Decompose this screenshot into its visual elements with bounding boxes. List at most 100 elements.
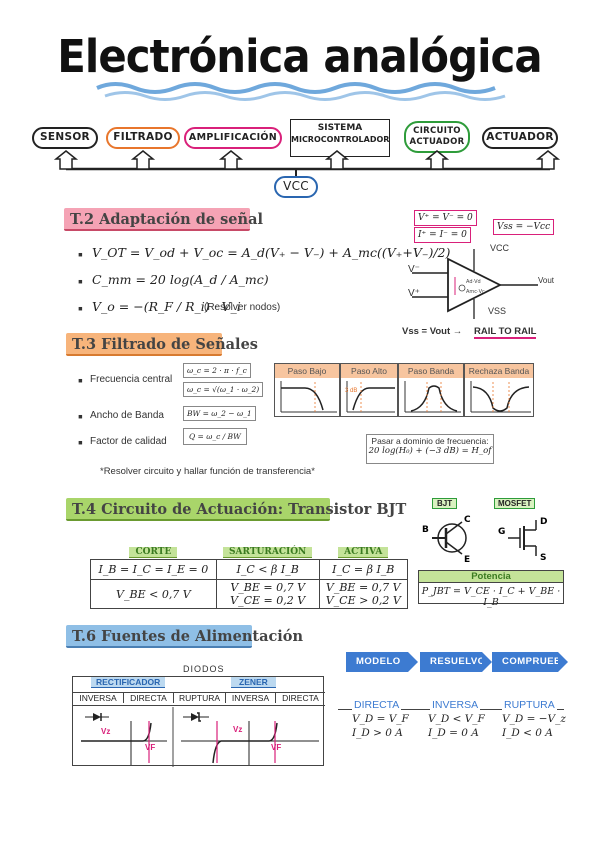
formula-vo: V_o = −(R_F / R_i) · V_i [92, 299, 241, 314]
title-underline-wave [96, 82, 506, 101]
transistor-symbols: B C E G D S [422, 515, 547, 565]
col-header-saturacion: SARTURACIÓN [216, 543, 319, 560]
diode-table: RECTIFICADOR ZENER INVERSA DIRECTA RUPTU… [72, 676, 325, 767]
mosfet-label: MOSFET [494, 498, 536, 509]
diode-iv-curves [81, 707, 319, 767]
cell-activa-2-line1: V_BE = 0,7 V [325, 581, 401, 594]
power-title: Potencia [419, 571, 563, 583]
box-virtual-short-v: V⁺ = V⁻ = 0 [414, 210, 477, 226]
freq-domain-title: Pasar a dominio de frecuencia: [371, 436, 489, 446]
filter-3db-label: 3 dB [345, 388, 358, 394]
section-header-t2: T.2 Adaptación de señal [64, 208, 263, 231]
col-inversa-1: INVERSA [79, 693, 117, 703]
svg-text:E: E [464, 555, 470, 565]
filter-panel-paso-alto: Paso Alto 3 dB [340, 363, 398, 417]
rail-to-rail-text: RAIL TO RAIL [474, 326, 537, 339]
power-box: Potencia P_JBT = V_CE · I_C + V_BE · I_B [418, 570, 564, 608]
cond-directa-v: V_D = V_F [352, 713, 409, 725]
flow-block-circuito-line2: ACTUADOR [409, 137, 465, 147]
col-header-corte: CORTE [91, 543, 217, 560]
svg-text:G: G [498, 527, 505, 537]
cond-ruptura-label: RUPTURA [502, 699, 557, 711]
bjt-label: BJT [432, 498, 458, 509]
filter-curve-paso-banda [404, 381, 461, 413]
filter-item-bw: Ancho de Banda [90, 410, 164, 421]
flow-block-sensor: SENSOR [32, 127, 98, 149]
flow-block-filtrado: FILTRADO [106, 127, 180, 149]
opamp-vminus-label: V⁻ [408, 264, 420, 275]
bullet-marker: ▪ [78, 372, 83, 388]
filter-panel-rechaza-banda-label: Rechaza Banda [465, 364, 533, 378]
flow-bus-diagram [53, 150, 561, 176]
cond-ruptura-i: I_D < 0 A [502, 727, 553, 739]
cond-ruptura-v: V_D = −V_z [502, 713, 566, 725]
box-fc-2: ω_c = √(ω_1 · ω_2) [183, 382, 264, 397]
svg-text:D: D [540, 517, 547, 527]
opamp-vss-label: VSS [488, 306, 507, 316]
cond-directa-label: DIRECTA [352, 699, 402, 711]
formula-cmm: C_mm = 20 log(A_d / A_mc) [92, 272, 269, 287]
bullet-marker: ▪ [78, 300, 83, 316]
vcc-label: VCC [274, 176, 318, 198]
page-title: Electrónica analógica [57, 30, 542, 83]
filter-item-fc: Frecuencia central [90, 374, 173, 385]
vz-label-2: Vz [233, 725, 243, 734]
flow-block-sistema-line1: SISTEMA [317, 123, 363, 133]
col-header-activa: ACTIVA [319, 543, 407, 560]
step-resuelvo: RESUELVO [420, 652, 492, 672]
bjt-region-table: CORTE SARTURACIÓN ACTIVA I_B = I_C = I_E… [90, 543, 409, 609]
svg-text:C: C [464, 515, 471, 525]
opamp-vplus-label: V⁺ [408, 288, 420, 299]
box-q: Q = ω_c / BW [183, 428, 247, 445]
box-virtual-short-i: I⁺ = I⁻ = 0 [414, 227, 471, 243]
vz-label-1: Vz [101, 727, 111, 736]
vf-label-2: VF [271, 743, 282, 752]
svg-text:B: B [422, 525, 429, 535]
svg-text:S: S [540, 553, 546, 563]
rail-left-text: Vss = Vout → [402, 326, 463, 337]
flow-block-sistema-line2: MICROCONTROLADOR [291, 135, 390, 144]
opamp-vcc-label: VCC [490, 243, 510, 253]
opamp-schematic: Ad·Vd Amc·Vc [412, 249, 538, 319]
col-inversa-2: INVERSA [225, 693, 275, 703]
diode-table-top: RECTIFICADOR ZENER [73, 677, 325, 691]
filter-panel-paso-bajo-label: Paso Bajo [275, 364, 339, 378]
filter-curve-rechaza-banda [470, 381, 531, 413]
cond-inversa-label: INVERSA [430, 699, 481, 711]
step-modelo: MODELO [346, 652, 418, 672]
rectificador-label: RECTIFICADOR [91, 677, 166, 688]
box-bw: BW = ω_2 − ω_1 [183, 406, 256, 421]
filter-panel-paso-alto-label: Paso Alto [341, 364, 397, 378]
step-compruebo: COMPRUEBO [492, 652, 569, 672]
cell-activa-1: I_C = β I_B [318, 559, 409, 580]
vf-label-1: VF [145, 743, 156, 752]
section-header-t4: T.4 Circuito de Actuación: Transistor BJ… [66, 498, 406, 521]
col-directa-2: DIRECTA [275, 693, 325, 703]
col-directa-1: DIRECTA [123, 693, 173, 703]
filter-panel-paso-banda: Paso Banda [398, 363, 464, 417]
section-header-t6: T.6 Fuentes de Alimentación [66, 625, 303, 648]
cond-inversa-i: I_D = 0 A [428, 727, 479, 739]
flow-block-amplificacion: AMPLIFICACIÓN [184, 127, 282, 149]
bullet-marker: ▪ [78, 246, 83, 262]
freq-domain-box: Pasar a dominio de frecuencia: 20 log(H₀… [366, 434, 494, 464]
zener-label: ZENER [231, 677, 276, 688]
bullet-marker: ▪ [78, 273, 83, 289]
cell-sat-2-line2: V_CE = 0,2 V [230, 594, 306, 607]
svg-text:Ad·Vd: Ad·Vd [466, 279, 481, 285]
freq-domain-formula: 20 log(H₀) + (−3 dB) = H_of [368, 446, 492, 456]
filter-panel-paso-banda-label: Paso Banda [399, 364, 463, 378]
filter-panel-paso-bajo: Paso Bajo [274, 363, 340, 417]
flow-block-actuador: ACTUADOR [482, 127, 558, 149]
formula-vo-note: (Resolver nodos) [204, 302, 281, 313]
cell-corte-2: V_BE < 0,7 V [90, 579, 217, 609]
diodos-title: DIODOS [183, 664, 225, 674]
cell-corte-2-line1: V_BE < 0,7 V [116, 587, 191, 601]
cell-corte-1: I_B = I_C = I_E = 0 [90, 559, 217, 580]
bullet-marker: ▪ [78, 434, 83, 450]
section-header-t3: T.3 Filtrado de Señales [66, 333, 258, 356]
cond-inversa-v: V_D < V_F [428, 713, 485, 725]
filter-curve-paso-bajo [280, 381, 337, 413]
